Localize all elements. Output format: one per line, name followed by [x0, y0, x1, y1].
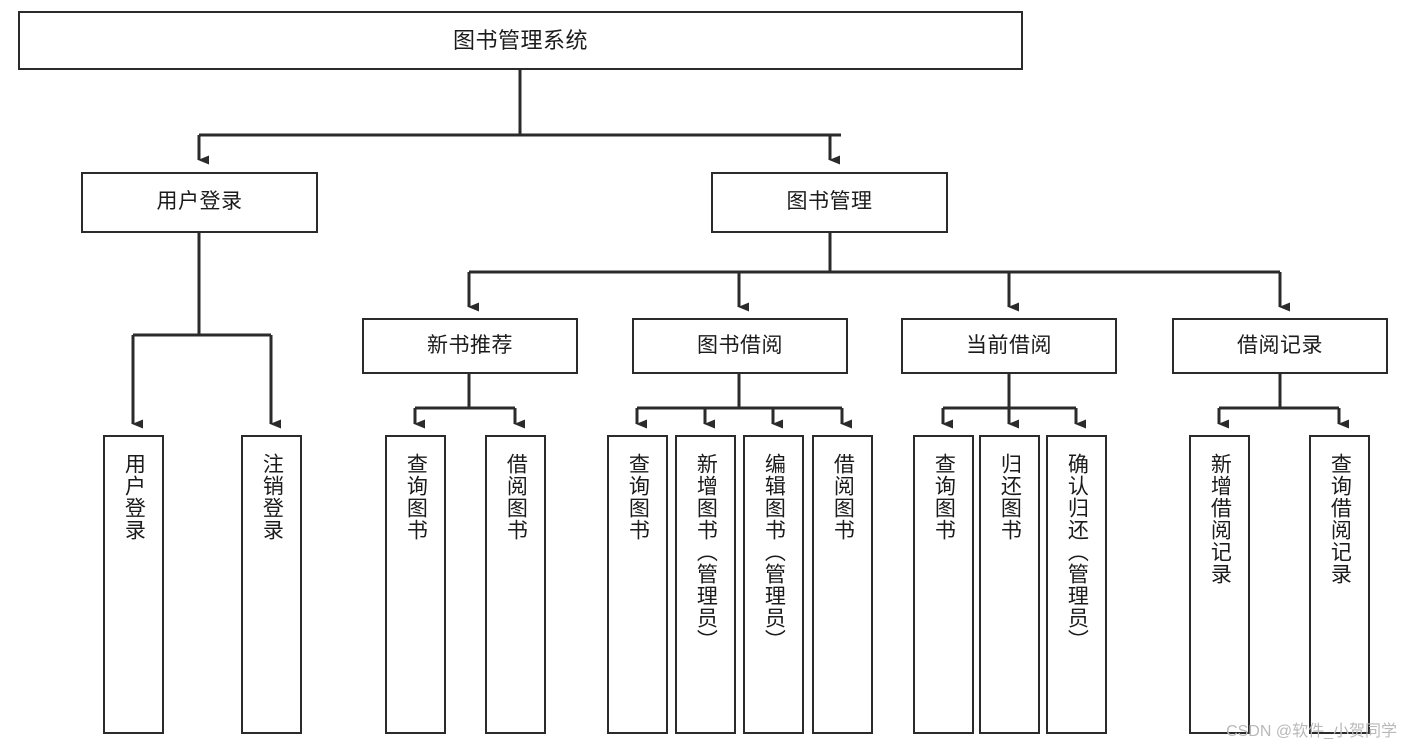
- leaf-new-book-borrow[interactable]: 借阅图书: [485, 435, 546, 734]
- node-label: 注销登录: [260, 453, 284, 541]
- node-label: 新书推荐: [427, 333, 513, 357]
- leaf-borrow-borrow-book[interactable]: 借阅图书: [812, 435, 873, 734]
- leaf-current-confirm-return-admin[interactable]: 确认归还（管理员）: [1046, 435, 1107, 734]
- node-label: 查询图书: [626, 453, 650, 541]
- node-label: 借阅记录: [1237, 333, 1323, 357]
- node-label: 用户登录: [122, 453, 146, 541]
- node-user-login[interactable]: 用户登录: [81, 172, 318, 233]
- node-label: 新增图书（管理员）: [694, 453, 718, 651]
- leaf-record-query-record[interactable]: 查询借阅记录: [1309, 435, 1370, 734]
- node-label: 借阅图书: [504, 453, 528, 541]
- leaf-new-book-query[interactable]: 查询图书: [385, 435, 446, 734]
- node-label: 新增借阅记录: [1208, 453, 1232, 585]
- leaf-user-login-logout[interactable]: 注销登录: [241, 435, 302, 734]
- leaf-borrow-add-book-admin[interactable]: 新增图书（管理员）: [675, 435, 736, 734]
- node-borrow-record[interactable]: 借阅记录: [1172, 318, 1388, 374]
- leaf-borrow-edit-book-admin[interactable]: 编辑图书（管理员）: [743, 435, 804, 734]
- node-label: 当前借阅: [966, 333, 1052, 357]
- node-new-book-recommend[interactable]: 新书推荐: [362, 318, 578, 374]
- node-label: 归还图书: [998, 453, 1022, 541]
- node-label: 图书管理系统: [452, 27, 588, 53]
- node-label: 查询图书: [932, 453, 956, 541]
- leaf-record-add-record[interactable]: 新增借阅记录: [1189, 435, 1250, 734]
- node-label: 图书借阅: [697, 333, 783, 357]
- leaf-user-login-login[interactable]: 用户登录: [103, 435, 164, 734]
- node-label: 编辑图书（管理员）: [762, 453, 786, 651]
- leaf-current-query-book[interactable]: 查询图书: [913, 435, 974, 734]
- node-label: 确认归还（管理员）: [1065, 453, 1089, 651]
- watermark-text: CSDN @软件_小贺同学: [1226, 723, 1397, 740]
- leaf-borrow-query-book[interactable]: 查询图书: [607, 435, 668, 734]
- node-root-system[interactable]: 图书管理系统: [18, 11, 1023, 70]
- node-label: 查询图书: [404, 453, 428, 541]
- node-label: 查询借阅记录: [1328, 453, 1352, 585]
- node-book-borrow[interactable]: 图书借阅: [632, 318, 848, 374]
- node-label: 借阅图书: [831, 453, 855, 541]
- leaf-current-return-book[interactable]: 归还图书: [979, 435, 1040, 734]
- node-book-management[interactable]: 图书管理: [711, 172, 948, 233]
- node-current-borrow[interactable]: 当前借阅: [901, 318, 1117, 374]
- node-label: 用户登录: [156, 190, 243, 214]
- node-label: 图书管理: [786, 190, 873, 214]
